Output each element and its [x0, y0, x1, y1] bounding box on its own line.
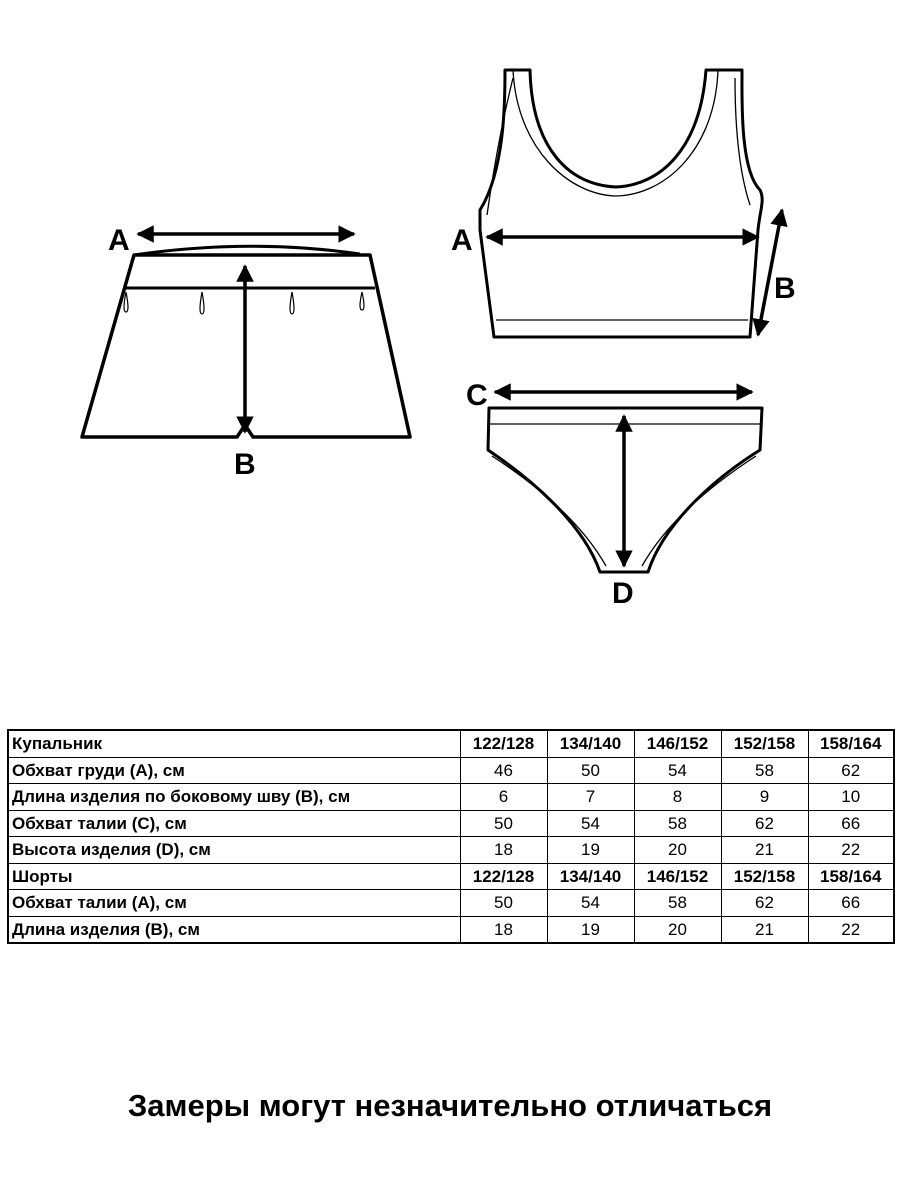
garment-diagram: A B A B C D	[80, 68, 796, 610]
briefs-measure-arrows	[493, 383, 754, 568]
table-cell: 62	[720, 809, 809, 837]
size-header: 122/128	[459, 729, 548, 758]
table-cell: 62	[807, 756, 895, 784]
table-cell: 6	[459, 783, 548, 811]
row-label: Высота изделия (D), см	[7, 836, 461, 864]
table-cell: 19	[546, 836, 635, 864]
table-row: Высота изделия (D), см 18 19 20 21 22	[7, 836, 895, 864]
table-cell: 20	[633, 915, 722, 944]
table-cell: 10	[807, 783, 895, 811]
table-row: Длина изделия (В), см 18 19 20 21 22	[7, 915, 895, 944]
table-cell: 62	[720, 889, 809, 917]
top-sketch	[478, 68, 764, 339]
top-label-b: B	[774, 272, 796, 305]
table-cell: 21	[720, 915, 809, 944]
table-header-row: Шорты 122/128 134/140 146/152 152/158 15…	[7, 862, 895, 890]
row-label: Обхват груди (А), см	[7, 756, 461, 784]
top-arrow-b	[752, 208, 788, 337]
table-header-row: Купальник 122/128 134/140 146/152 152/15…	[7, 729, 895, 758]
table-row: Обхват груди (А), см 46 50 54 58 62	[7, 756, 895, 784]
size-table: Купальник 122/128 134/140 146/152 152/15…	[7, 729, 895, 944]
size-header: 134/140	[546, 729, 635, 758]
row-label: Обхват талии (С), см	[7, 809, 461, 837]
table-cell: 8	[633, 783, 722, 811]
table-cell: 46	[459, 756, 548, 784]
table-cell: 21	[720, 836, 809, 864]
table-cell: 54	[633, 756, 722, 784]
row-label: Длина изделия по боковому шву (В), см	[7, 783, 461, 811]
size-header: 158/164	[807, 729, 895, 758]
table-cell: 66	[807, 889, 895, 917]
table-row: Обхват талии (А), см 50 54 58 62 66	[7, 889, 895, 917]
table-cell: 18	[459, 836, 548, 864]
table-cell: 22	[807, 915, 895, 944]
size-header: 146/152	[633, 862, 722, 890]
table-cell: 9	[720, 783, 809, 811]
briefs-label-d: D	[612, 577, 634, 610]
table-cell: 54	[546, 889, 635, 917]
measurement-disclaimer: Замеры могут незначительно отличаться	[127, 1088, 773, 1123]
size-header: 146/152	[633, 729, 722, 758]
size-header: 122/128	[459, 862, 548, 890]
table-cell: 58	[633, 809, 722, 837]
size-header: 134/140	[546, 862, 635, 890]
table-cell: 58	[633, 889, 722, 917]
table-cell: 20	[633, 836, 722, 864]
table-cell: 50	[459, 809, 548, 837]
table-cell: 18	[459, 915, 548, 944]
shorts-measure-arrows	[136, 225, 356, 434]
row-label: Длина изделия (В), см	[7, 915, 461, 944]
table-cell: 7	[546, 783, 635, 811]
section-title: Шорты	[7, 862, 461, 890]
table-cell: 50	[546, 756, 635, 784]
table-cell: 19	[546, 915, 635, 944]
table-cell: 66	[807, 809, 895, 837]
table-cell: 58	[720, 756, 809, 784]
table-cell: 50	[459, 889, 548, 917]
table-cell: 54	[546, 809, 635, 837]
shorts-label-a: A	[108, 224, 130, 257]
top-label-a: A	[451, 224, 473, 257]
table-row: Длина изделия по боковому шву (В), см 6 …	[7, 783, 895, 811]
section-title: Купальник	[7, 729, 461, 758]
top-measure-arrows	[485, 208, 788, 337]
table-row: Обхват талии (С), см 50 54 58 62 66	[7, 809, 895, 837]
size-header: 152/158	[720, 729, 809, 758]
row-label: Обхват талии (А), см	[7, 889, 461, 917]
shorts-label-b: B	[234, 448, 256, 481]
briefs-label-c: C	[466, 379, 488, 412]
table-cell: 22	[807, 836, 895, 864]
size-header: 152/158	[720, 862, 809, 890]
size-header: 158/164	[807, 862, 895, 890]
